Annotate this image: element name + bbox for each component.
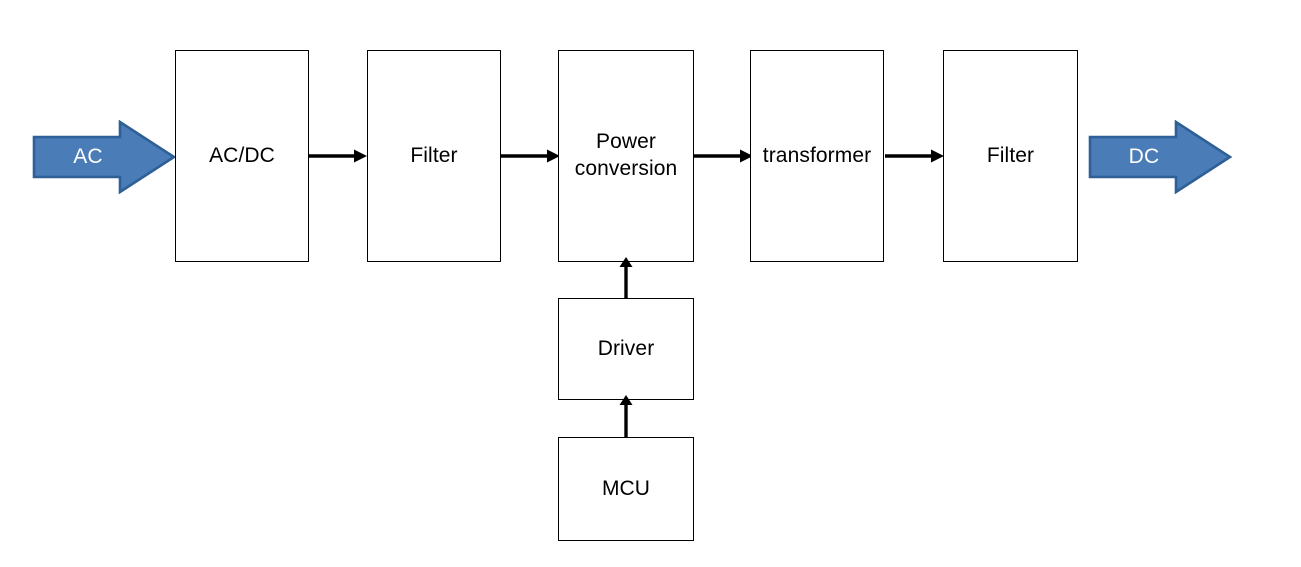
block-filter2-label: Filter <box>986 143 1035 167</box>
connector-filter1-to-power-conversion <box>501 146 563 166</box>
block-power-conversion-label: Power conversion <box>574 130 678 180</box>
block-acdc-label: AC/DC <box>209 143 275 167</box>
ac-input-arrow <box>32 120 176 194</box>
block-filter1-label: Filter <box>410 143 458 167</box>
block-driver[interactable]: Driver <box>558 298 694 400</box>
block-driver-label: Driver <box>597 336 655 360</box>
block-transformer[interactable]: transformer <box>750 50 884 262</box>
block-filter2[interactable]: Filter <box>943 50 1078 262</box>
block-mcu[interactable]: MCU <box>558 437 694 541</box>
connector-transformer-to-filter2 <box>885 146 947 166</box>
block-transformer-label: transformer <box>762 143 872 167</box>
block-filter1[interactable]: Filter <box>367 50 501 262</box>
dc-output-arrow <box>1088 120 1232 194</box>
connector-power-conversion-to-transformer <box>694 146 756 166</box>
connector-driver-to-power-conversion <box>616 257 636 302</box>
block-acdc[interactable]: AC/DC <box>175 50 309 262</box>
block-power-conversion[interactable]: Power conversion <box>558 50 694 262</box>
connector-acdc-to-filter1 <box>308 146 370 166</box>
connector-mcu-to-driver <box>616 395 636 440</box>
block-mcu-label: MCU <box>601 476 651 500</box>
